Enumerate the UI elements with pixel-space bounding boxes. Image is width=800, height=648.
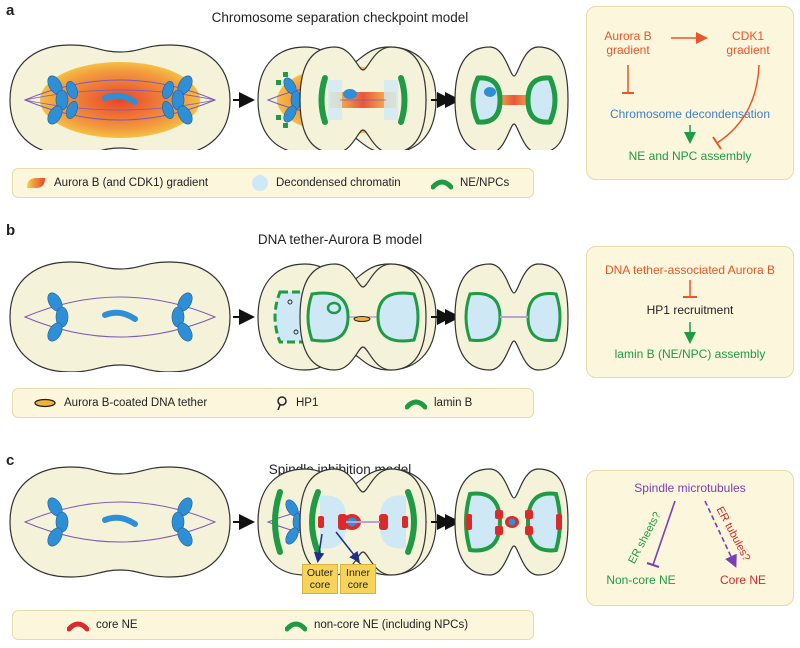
c-cell-1: [9, 466, 231, 578]
aurora-gradient-icon: [27, 178, 45, 188]
c-cell-4: [454, 468, 569, 576]
legend-non-core-ne: non-core NE (including NPCs): [285, 611, 468, 639]
lamin-b-assembly-label: lamin B (NE/NPC) assembly: [614, 347, 766, 361]
panel-c-box-arrows: [646, 500, 737, 568]
core-ne-label: Core NE: [719, 573, 766, 587]
legend-label-decondensed: Decondensed chromatin: [276, 177, 401, 189]
decondensed-chromatin-icon: [252, 175, 268, 191]
lamin-b-icon: [405, 399, 427, 410]
panel-c-legend: core NE non-core NE (including NPCs): [12, 610, 534, 640]
legend-aurora-gradient: Aurora B (and CDK1) gradient: [25, 169, 208, 197]
panel-a-box-arrows: [622, 32, 760, 150]
b-cell-1: [9, 261, 231, 372]
panel-b-title: DNA tether-Aurora B model: [257, 232, 423, 247]
a-cell-3: [299, 46, 427, 150]
non-core-ne-icon: [285, 621, 307, 632]
legend-hp1: HP1: [275, 389, 318, 417]
cdk1-gradient-label: CDK1 gradient: [726, 29, 770, 57]
spindle-microtubules-label: Spindle microtubules: [634, 481, 746, 495]
panel-b-letter: b: [6, 222, 16, 239]
ne-npc-icon: [431, 179, 453, 190]
aurora-b-gradient-label: Aurora B gradient: [604, 29, 652, 57]
panel-a-telophase: [299, 46, 569, 150]
panel-b-legend: Aurora B-coated DNA tether HP1 lamin B: [12, 388, 534, 418]
panel-a-title: Chromosome separation checkpoint model: [211, 10, 469, 25]
core-ne-icon: [67, 621, 89, 632]
legend-decondensed: Decondensed chromatin: [251, 169, 401, 197]
legend-ne-npc: NE/NPCs: [431, 169, 509, 197]
a-cell-4: [454, 46, 569, 150]
b-cell-4: [454, 263, 569, 371]
panel-c-sidebox: Spindle microtubules ER sheets? ER tubul…: [586, 470, 794, 606]
legend-label-non-core-ne: non-core NE (including NPCs): [314, 619, 469, 631]
panel-b-box-arrows: [683, 280, 697, 344]
dna-tether-icon: [34, 398, 56, 408]
hp1-icon: [277, 396, 287, 411]
a-cell-1: [9, 44, 231, 150]
panel-a-letter: a: [6, 2, 15, 19]
legend-label-core-ne: core NE: [96, 619, 138, 631]
chromosome-decondensation-label: Chromosome decondensation: [609, 107, 771, 121]
legend-dna-tether: Aurora B-coated DNA tether: [33, 389, 207, 417]
dna-tether-aurora-label: DNA tether-associated Aurora B: [604, 263, 776, 277]
b-cell-3: [299, 263, 427, 371]
panel-c-cells-3-4: [299, 468, 569, 576]
legend-lamin-b: lamin B: [405, 389, 472, 417]
hp1-recruitment-label: HP1 recruitment: [646, 303, 734, 317]
legend-label-hp1: HP1: [296, 397, 319, 409]
legend-label-aurora: Aurora B (and CDK1) gradient: [54, 177, 209, 189]
panel-b-sidebox: DNA tether-associated Aurora B HP1 recru…: [586, 246, 794, 378]
legend-label-lamin-b: lamin B: [434, 397, 473, 409]
legend-label-ne: NE/NPCs: [460, 177, 510, 189]
panel-b-cells-3-4: [299, 263, 569, 371]
panel-a-legend: Aurora B (and CDK1) gradient Decondensed…: [12, 168, 534, 198]
legend-label-dna-tether: Aurora B-coated DNA tether: [64, 397, 208, 409]
panel-a-sidebox: Aurora B gradient CDK1 gradient Chromoso…: [586, 6, 794, 180]
outer-core-tag: Outer core: [302, 564, 338, 594]
ne-npc-assembly-label: NE and NPC assembly: [628, 149, 752, 163]
c-cell-3: [299, 468, 427, 576]
non-core-ne-label: Non-core NE: [606, 573, 676, 587]
legend-core-ne: core NE: [67, 611, 138, 639]
panel-c-letter: c: [6, 452, 15, 469]
inner-core-tag: Inner core: [340, 564, 376, 594]
